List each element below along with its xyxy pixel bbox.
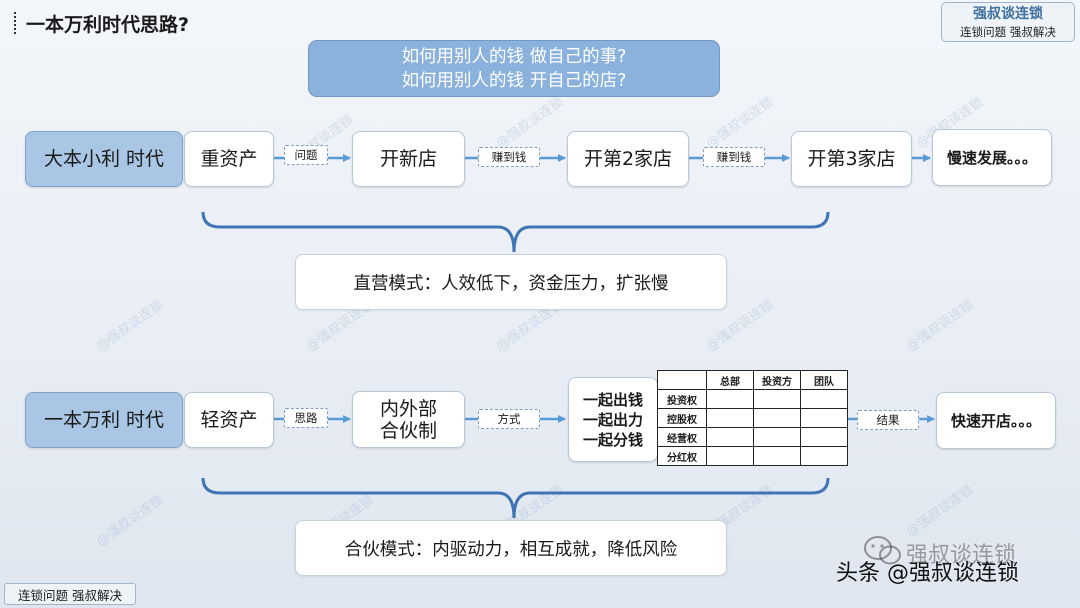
fast-growth-box: 快速开店。。。: [936, 392, 1056, 449]
tag-earn-2: 赚到钱: [703, 147, 765, 167]
brand-name: 强叔谈连锁: [973, 6, 1043, 22]
table-row-header: 控股权: [657, 408, 707, 428]
partnership-line-1: 内外部: [379, 397, 437, 420]
brand-slogan: 连锁问题 强叔解决: [960, 25, 1056, 39]
tag-method: 方式: [478, 409, 540, 429]
tag-thinking: 思路: [284, 408, 328, 428]
question-box: 如何用别人的钱 做自己的事? 如何用别人的钱 开自己的店?: [308, 40, 720, 97]
together-share: 一起分钱: [582, 430, 643, 449]
together-box: 一起出钱 一起出力 一起分钱: [568, 377, 658, 462]
rights-table: 总部 投资方 团队 投资权 控股权 经营权 分红权: [657, 370, 848, 466]
direct-model-summary: 直营模式：人效低下，资金压力，扩张慢: [295, 254, 727, 310]
table-corner: [657, 370, 707, 390]
table-row-header: 投资权: [657, 389, 707, 409]
table-col-header: 总部: [706, 370, 754, 390]
tag-question: 问题: [284, 145, 328, 165]
tag-result: 结果: [857, 410, 919, 430]
brace-top: [201, 211, 830, 253]
slow-growth-box: 慢速发展。。。: [932, 129, 1052, 186]
question-line-2: 如何用别人的钱 开自己的店?: [401, 71, 627, 91]
era-box-new: 一本万利 时代: [25, 392, 183, 448]
brand-badge: 强叔谈连锁 连锁问题 强叔解决: [941, 2, 1075, 42]
third-store-box: 开第3家店: [791, 131, 912, 187]
second-store-box: 开第2家店: [567, 131, 689, 187]
tag-earn-1: 赚到钱: [478, 147, 540, 167]
table-row-header: 经营权: [657, 427, 707, 447]
watermark-logo-ghost: 强叔谈连锁: [906, 543, 1017, 568]
new-store-box: 开新店: [352, 131, 465, 187]
together-money: 一起出钱: [582, 390, 643, 409]
wechat-icon: [864, 536, 901, 565]
partnership-box: 内外部 合伙制: [352, 391, 465, 448]
title-marker: [14, 12, 18, 34]
table-col-header: 团队: [800, 370, 848, 390]
watermark-logo: 头条 @强叔谈连锁: [836, 561, 1019, 586]
brace-bottom: [201, 477, 830, 519]
partner-model-summary: 合伙模式：内驱动力，相互成就，降低风险: [295, 520, 727, 576]
together-effort: 一起出力: [582, 410, 643, 429]
footer-badge: 连锁问题 强叔解决: [4, 583, 136, 605]
partnership-line-2: 合伙制: [379, 419, 437, 442]
era-box-old: 大本小利 时代: [25, 131, 183, 187]
question-line-1: 如何用别人的钱 做自己的事?: [401, 47, 627, 67]
table-col-header: 投资方: [753, 370, 801, 390]
heavy-asset-box: 重资产: [184, 131, 274, 187]
page-title: 一本万利时代思路?: [26, 14, 190, 36]
table-row-header: 分红权: [657, 446, 707, 466]
light-asset-box: 轻资产: [184, 392, 274, 448]
